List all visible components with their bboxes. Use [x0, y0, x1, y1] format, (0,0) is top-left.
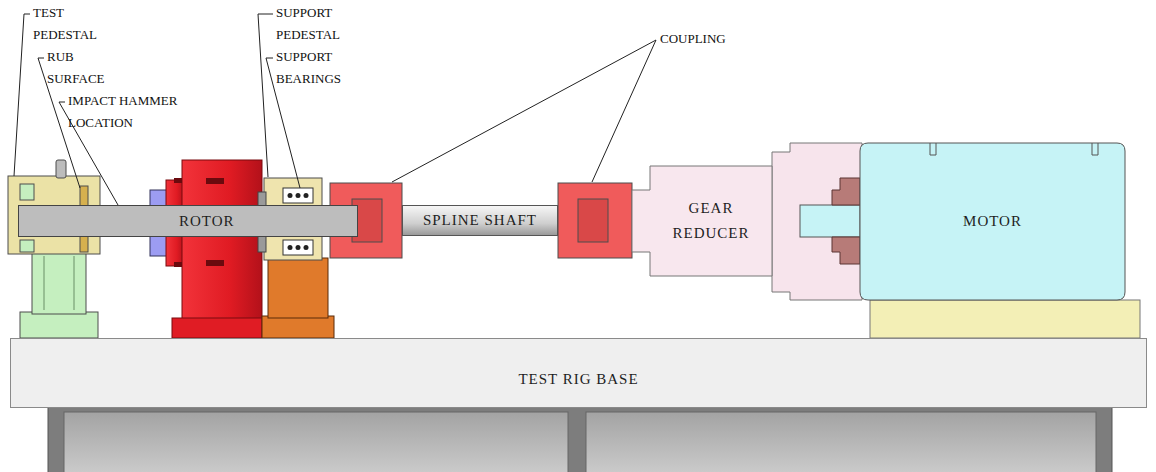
callout-label: SUPPORT PEDESTAL: [276, 2, 366, 46]
rotor-bolt: [174, 178, 182, 183]
part-name: GEAR REDUCER: [664, 196, 759, 246]
gear-reducer-outline: [632, 166, 772, 276]
bearing: [283, 188, 313, 203]
test-rig-base: TEST RIG BASE: [10, 338, 1147, 408]
rotor-shaft: ROTOR: [18, 205, 358, 237]
pedestal-bolt: [56, 160, 66, 178]
frame-panel: [586, 412, 1096, 472]
bearing: [283, 240, 313, 255]
motor-shaft: [800, 205, 860, 237]
frame-panel: [64, 412, 568, 472]
motor-body: [860, 143, 1125, 300]
pedestal-detail: [20, 184, 34, 200]
coupling: [558, 183, 632, 258]
motor-coupling-hub: [832, 237, 860, 264]
part-name: MOTOR: [963, 209, 1022, 234]
callout-label: COUPLING: [660, 28, 726, 50]
pedestal-base: [20, 312, 98, 338]
leader-line: [392, 40, 656, 182]
pedestal-detail: [44, 256, 45, 310]
part-name: TEST RIG BASE: [518, 367, 638, 392]
bearing-ball: [288, 245, 293, 250]
rotor-bolt: [206, 260, 224, 266]
bearing-ball: [296, 245, 301, 250]
callout-label: SUPPORT BEARINGS: [276, 46, 366, 90]
callout-label: IMPACT HAMMER LOCATION: [68, 90, 193, 134]
part-name: SPLINE SHAFT: [423, 208, 537, 233]
rotor-bolt: [174, 262, 182, 267]
rotor-base: [172, 318, 262, 338]
pedestal-column: [32, 252, 86, 314]
bearing-ball: [296, 193, 301, 198]
callout-label: TEST PEDESTAL: [33, 2, 118, 46]
gear-reducer: GEAR REDUCER: [632, 166, 772, 276]
rotor-disc: [182, 160, 262, 320]
bearing-ball: [304, 245, 309, 250]
pedestal-detail: [20, 240, 34, 252]
callout-label: RUB SURFACE: [47, 46, 127, 90]
leader-line: [592, 40, 656, 182]
gear-reducer-body: [632, 166, 772, 276]
pedestal-detail: [74, 256, 75, 310]
leader-line: [14, 14, 30, 176]
bearing-ball: [288, 193, 293, 198]
part-name: ROTOR: [179, 209, 235, 234]
coupling-bore: [578, 199, 608, 242]
rotor-bolt: [206, 178, 224, 184]
spline-shaft: SPLINE SHAFT: [402, 205, 558, 236]
support-pedestal: [268, 258, 328, 318]
bell-housing: [772, 143, 862, 300]
bearing-ball: [304, 193, 309, 198]
motor-base: [870, 300, 1140, 338]
motor-coupling-hub: [832, 178, 860, 205]
motor-detail: [930, 143, 1098, 155]
motor: MOTOR: [860, 143, 1125, 300]
support-pedestal-base: [262, 316, 334, 338]
leader-line: [258, 14, 273, 177]
base-frame: [48, 404, 1112, 472]
